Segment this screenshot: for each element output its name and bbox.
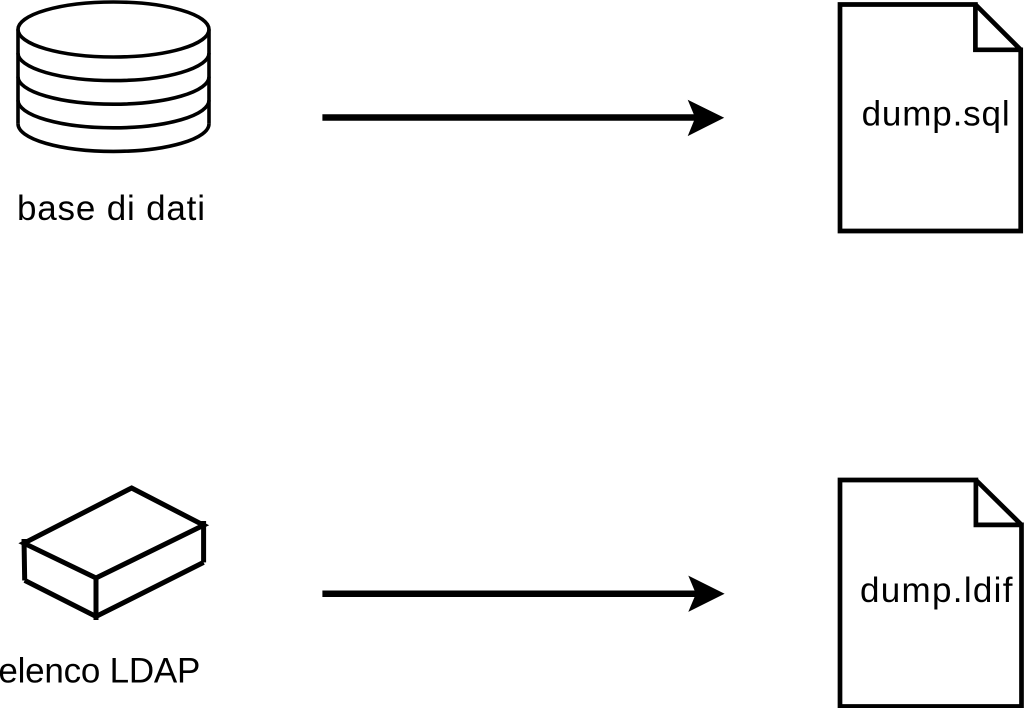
svg-text:dump.ldif: dump.ldif bbox=[860, 571, 1013, 610]
svg-text:elenco LDAP: elenco LDAP bbox=[0, 652, 200, 691]
svg-text:dump.sql: dump.sql bbox=[862, 95, 1010, 134]
svg-text:base di dati: base di dati bbox=[17, 189, 205, 228]
